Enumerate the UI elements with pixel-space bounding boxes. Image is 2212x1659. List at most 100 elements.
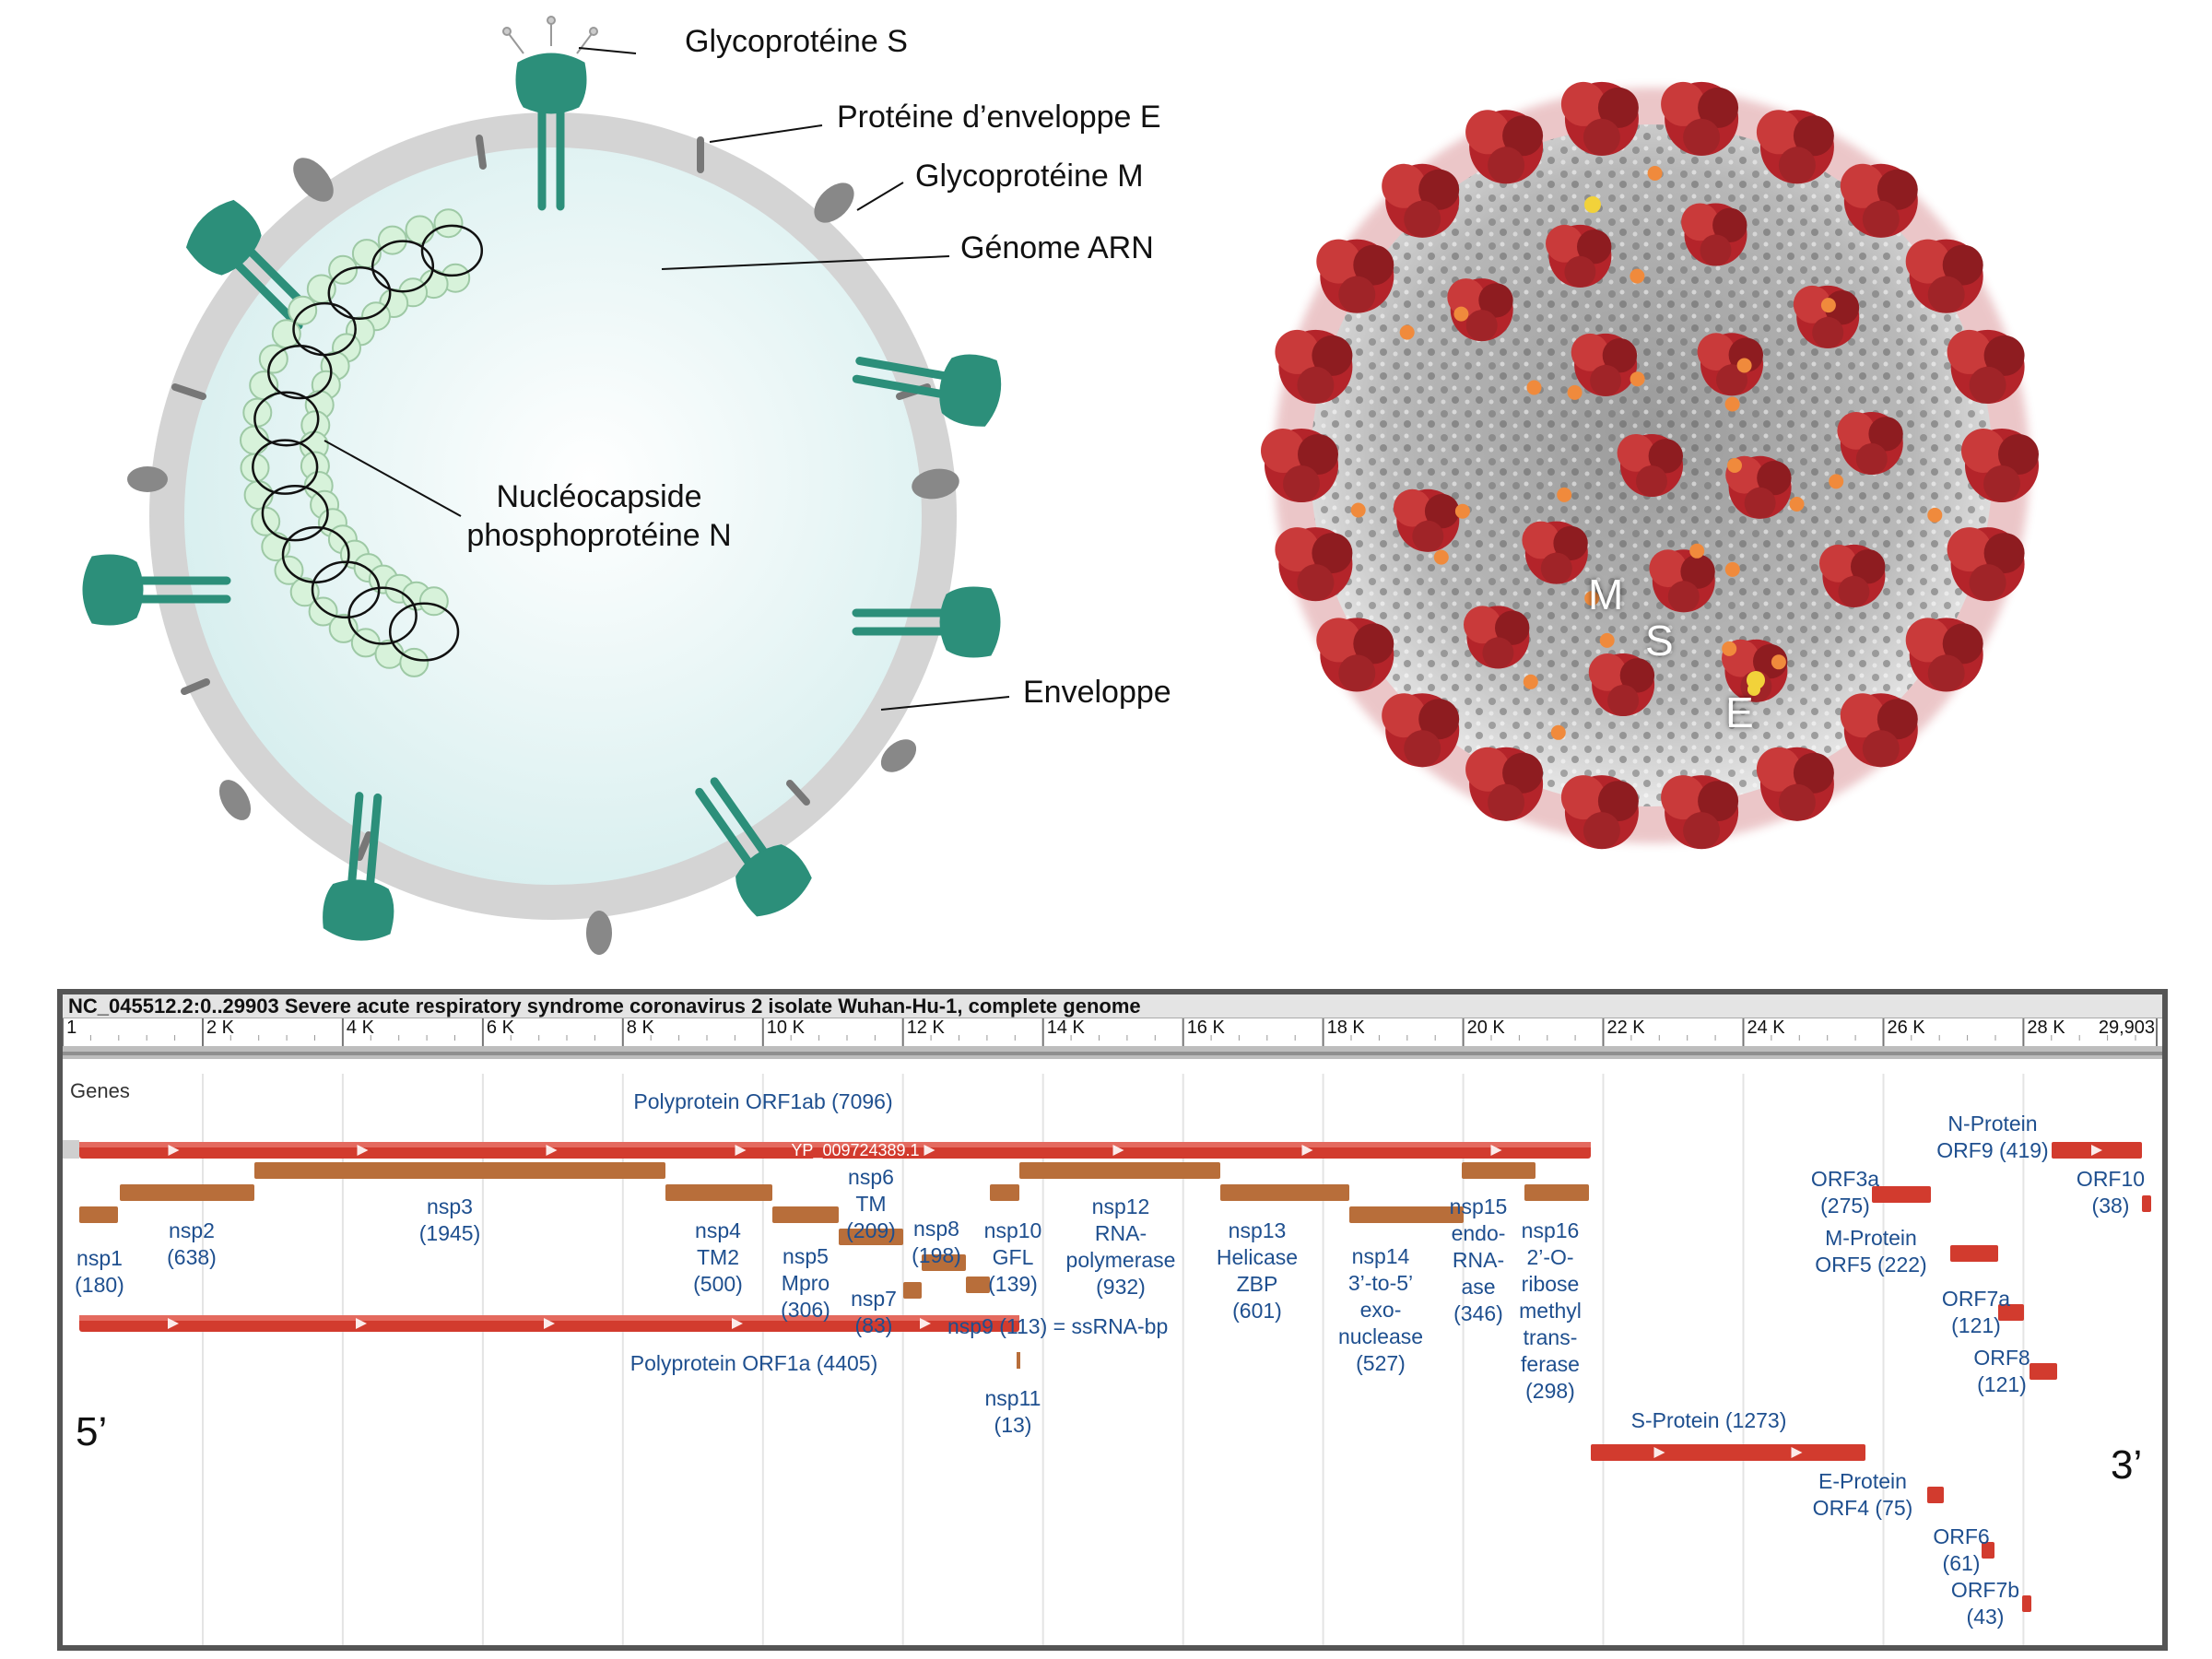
virion-spike bbox=[1522, 521, 1588, 584]
virion-spike bbox=[1382, 163, 1460, 238]
ruler-tick-label: 16 K bbox=[1187, 1018, 1226, 1038]
virion-spike bbox=[1275, 527, 1353, 602]
nsp16-length: (298) bbox=[1525, 1379, 1575, 1403]
virion-spike bbox=[1661, 775, 1739, 850]
orf6-bar[interactable] bbox=[1982, 1542, 1994, 1559]
nsp12-name: nsp12 bbox=[1091, 1194, 1150, 1218]
m-protein-bar[interactable] bbox=[1950, 1245, 1998, 1262]
label-nucleocapsid: Nucléocapside phosphoprotéine N bbox=[452, 477, 747, 555]
nsp14-name: nsp14 bbox=[1351, 1244, 1410, 1268]
nsp7-name: nsp7 bbox=[851, 1287, 897, 1311]
nsp12-bar[interactable] bbox=[1019, 1162, 1220, 1179]
n-protein-label: N-Protein ORF9 (419) bbox=[1936, 1111, 2048, 1164]
orf1a-label: Polyprotein ORF1a (4405) bbox=[629, 1351, 878, 1375]
spike-proteins bbox=[82, 16, 1002, 941]
callout-lines bbox=[324, 47, 1010, 711]
nsp14-domain-2: exo- bbox=[1359, 1298, 1402, 1322]
orf10-bar[interactable] bbox=[2142, 1195, 2151, 1212]
e-protein-bar[interactable] bbox=[1927, 1487, 1944, 1503]
orf7b-label: ORF7b (43) bbox=[1951, 1577, 2019, 1630]
virion-spike bbox=[1571, 333, 1638, 396]
nsp1-bar[interactable] bbox=[79, 1206, 118, 1223]
nsp16-bar[interactable] bbox=[1524, 1184, 1589, 1201]
virion-m-dot bbox=[1567, 384, 1583, 400]
ruler-tick-label: 18 K bbox=[1327, 1018, 1366, 1038]
m-protein-name: M-Protein bbox=[1825, 1226, 1917, 1250]
direction-arrow bbox=[1301, 1145, 1313, 1156]
nucleocapsid-bead bbox=[306, 274, 336, 304]
nsp2-name: nsp2 bbox=[169, 1218, 215, 1242]
e-protein-name: E-Protein bbox=[1818, 1469, 1907, 1493]
orf7a-name: ORF7a bbox=[1941, 1287, 2011, 1311]
virion-spike bbox=[1617, 434, 1683, 497]
direction-arrow bbox=[1490, 1145, 1502, 1156]
nsp6-bar[interactable] bbox=[839, 1229, 903, 1245]
virion-spike bbox=[1560, 775, 1639, 850]
nsp3-label: nsp3 (1945) bbox=[419, 1194, 480, 1247]
nsp3-length: (1945) bbox=[418, 1221, 481, 1245]
virion-m-dot bbox=[1820, 298, 1836, 313]
orf7a-bar[interactable] bbox=[1998, 1304, 2024, 1321]
ruler-tick-label: 4 K bbox=[347, 1018, 375, 1038]
nsp13-domain-1: Helicase bbox=[1216, 1245, 1299, 1269]
nsp12-domain-2: polymerase bbox=[1065, 1248, 1176, 1272]
nsp15-domain-3: ase bbox=[1461, 1275, 1496, 1299]
orf3a-bar[interactable] bbox=[1872, 1186, 1931, 1203]
ruler-tick-label: 24 K bbox=[1747, 1018, 1786, 1038]
direction-arrow bbox=[2091, 1145, 2102, 1156]
virion-m-dot bbox=[1454, 503, 1470, 519]
orf8-bar[interactable] bbox=[2030, 1363, 2057, 1380]
ruler-tick-label: 26 K bbox=[1888, 1018, 1926, 1038]
nsp9-bar[interactable] bbox=[966, 1277, 990, 1293]
orf3a-label: ORF3a (275) bbox=[1811, 1166, 1879, 1219]
nsp13-length: (601) bbox=[1232, 1299, 1282, 1323]
nsp16-domain-1: 2’-O- bbox=[1526, 1245, 1574, 1269]
nsp8-length: (198) bbox=[912, 1243, 961, 1267]
orf3a-length: (275) bbox=[1820, 1194, 1870, 1218]
nsp4-bar[interactable] bbox=[665, 1184, 772, 1201]
rna-coil bbox=[267, 344, 333, 400]
rna-coil bbox=[281, 526, 350, 583]
virion-m-dot bbox=[1724, 396, 1740, 412]
nsp3-bar[interactable] bbox=[254, 1162, 665, 1179]
virion-m-dot bbox=[1722, 641, 1737, 656]
virion-e-proteins bbox=[1584, 196, 1765, 696]
nsp5-label: nsp5 Mpro (306) bbox=[781, 1243, 830, 1324]
m-protein-label: M-Protein ORF5 (222) bbox=[1815, 1225, 1926, 1278]
nsp5-bar[interactable] bbox=[772, 1206, 839, 1223]
orf10-name: ORF10 bbox=[2076, 1167, 2146, 1191]
genome-browser-panel: NC_045512.2:0..29903 Severe acute respir… bbox=[57, 989, 2168, 1651]
virion-spike bbox=[1465, 110, 1544, 184]
nsp6-label: nsp6 TM (209) bbox=[846, 1164, 896, 1244]
nsp15-domain-2: RNA- bbox=[1452, 1248, 1505, 1272]
nsp-bars bbox=[79, 1162, 1589, 1369]
nsp11-bar[interactable] bbox=[1017, 1352, 1020, 1369]
orf10-label: ORF10 (38) bbox=[2077, 1166, 2145, 1219]
virion-spike bbox=[1649, 549, 1715, 613]
orf8-label: ORF8 (121) bbox=[1973, 1345, 2030, 1398]
orf7a-label: ORF7a (121) bbox=[1942, 1286, 2010, 1339]
nsp13-bar[interactable] bbox=[1220, 1184, 1349, 1201]
orf8-length: (121) bbox=[1977, 1372, 2027, 1396]
nsp15-bar[interactable] bbox=[1462, 1162, 1535, 1179]
nsp3-name: nsp3 bbox=[427, 1194, 473, 1218]
virion-m-dot bbox=[1599, 632, 1615, 648]
nsp2-bar[interactable] bbox=[120, 1184, 254, 1201]
nsp7-bar[interactable] bbox=[903, 1282, 922, 1299]
direction-arrow bbox=[168, 1318, 179, 1329]
nsp8-bar[interactable] bbox=[922, 1254, 966, 1271]
nsp14-bar[interactable] bbox=[1349, 1206, 1464, 1223]
ruler-tick-label: 20 K bbox=[1467, 1018, 1506, 1038]
virion-spike bbox=[1560, 81, 1639, 156]
orf6-name: ORF6 bbox=[1933, 1524, 1990, 1548]
s-protein-bar[interactable] bbox=[1591, 1444, 1865, 1461]
nsp15-label: nsp15 endo- RNA- ase (346) bbox=[1450, 1194, 1508, 1327]
virion-m-dot bbox=[1433, 549, 1449, 565]
nsp1-length: (180) bbox=[75, 1273, 124, 1297]
nsp10-bar[interactable] bbox=[990, 1184, 1019, 1201]
direction-arrow bbox=[357, 1145, 369, 1156]
orf7b-bar[interactable] bbox=[2022, 1595, 2031, 1612]
m-protein-orf: ORF5 (222) bbox=[1815, 1253, 1927, 1277]
nsp1-label: nsp1 (180) bbox=[75, 1245, 124, 1299]
nsp15-domain-1: endo- bbox=[1451, 1221, 1506, 1245]
